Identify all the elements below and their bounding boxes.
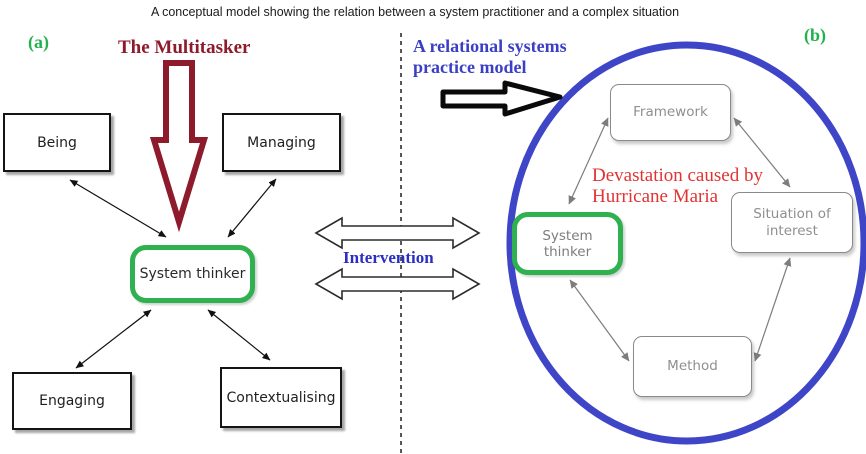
intervention-arrow-bottom <box>314 267 481 301</box>
node-framework: Framework <box>610 84 731 141</box>
connector-contextualising-systemthinker <box>207 309 271 361</box>
devastation-line1: Devastation caused by <box>592 165 763 186</box>
connector-being-systemthinker <box>69 179 167 238</box>
relational-model-heading: A relational systems practice model <box>413 36 567 78</box>
intervention-arrow-top <box>314 216 481 250</box>
intervention-label: Intervention <box>343 248 434 267</box>
node-situation-of-interest: Situation of interest <box>731 192 853 253</box>
relational-model-heading-line1: A relational systems <box>413 36 567 56</box>
node-being: Being <box>3 113 111 172</box>
node-method: Method <box>633 336 752 397</box>
multitasker-heading: The Multitasker <box>118 37 251 58</box>
connector-framework-situation <box>733 117 791 188</box>
practice-model-arrow <box>440 80 563 117</box>
devastation-annotation: Devastation caused by Hurricane Maria <box>592 165 772 207</box>
panel-a-label: (a) <box>28 32 49 52</box>
node-contextualising: Contextualising <box>220 367 342 428</box>
devastation-line2: Hurricane Maria <box>592 186 719 207</box>
relational-model-heading-line2: practice model <box>413 57 527 77</box>
connector-engaging-systemthinker <box>75 309 152 369</box>
ellipse-boundary <box>506 41 866 445</box>
panel-b-label: (b) <box>804 25 826 45</box>
node-engaging: Engaging <box>12 372 132 430</box>
diagram-title: A conceptual model showing the relation … <box>150 5 680 19</box>
connector-framework-systemthinker <box>568 117 609 205</box>
connector-situation-method <box>753 257 792 362</box>
node-system-thinker-left: System thinker <box>130 245 255 303</box>
connector-managing-systemthinker <box>227 178 277 238</box>
connector-systemthinker-method <box>569 279 630 362</box>
multitasker-down-arrow <box>149 60 209 233</box>
node-system-thinker-right: System thinker <box>512 212 623 275</box>
node-managing: Managing <box>222 113 341 172</box>
